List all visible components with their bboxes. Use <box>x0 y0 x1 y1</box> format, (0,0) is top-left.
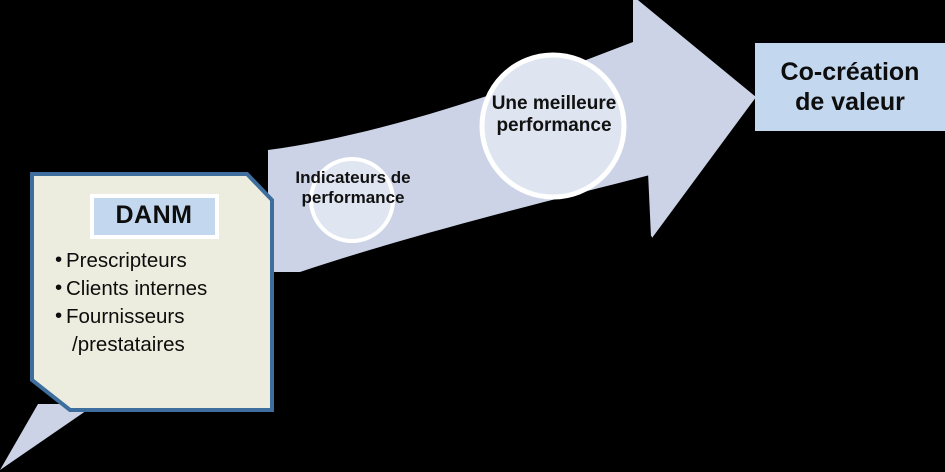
stage-label-indicators: Indicateurs de performance <box>295 168 411 207</box>
target-box: Co-création de valeur <box>755 43 945 131</box>
stage-circle-performance <box>479 52 627 200</box>
source-box-list: Prescripteurs Clients internes Fournisse… <box>46 245 262 360</box>
source-box-heading-wrap: DANM <box>46 198 262 235</box>
arrowhead-seam <box>633 40 756 237</box>
stage-circle-indicators <box>309 157 395 243</box>
list-item: Clients internes <box>55 274 262 303</box>
source-box-heading: DANM <box>93 198 215 235</box>
stage-label-performance: Une meilleure performance <box>491 93 617 137</box>
list-item: Fournisseurs <box>55 302 262 331</box>
target-box-label: Co-création de valeur <box>780 58 920 116</box>
list-item: Prescripteurs <box>55 245 262 275</box>
callout-tail <box>0 404 96 470</box>
source-box: DANM Prescripteurs Clients internes Four… <box>36 176 272 416</box>
list-item: /prestataires <box>72 333 185 357</box>
